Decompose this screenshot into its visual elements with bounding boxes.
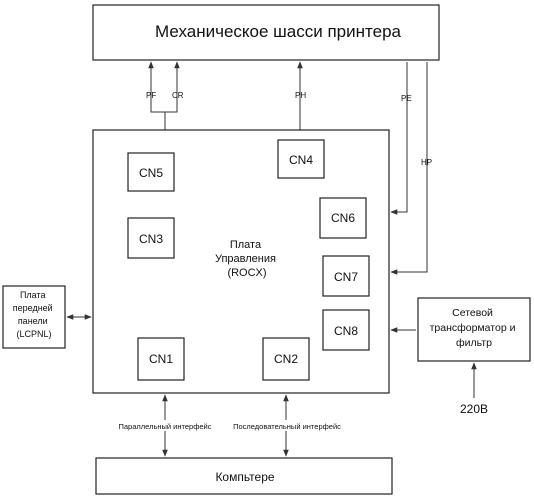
- connector-cn4: CN4: [277, 139, 325, 179]
- computer-label: Компьтере: [215, 470, 274, 484]
- serial-interface-link: Последовательный интерфейс: [226, 394, 348, 457]
- power-line-1: Сетевой: [452, 307, 493, 319]
- power-supply-title: Сетевой трансформатор и фильтр: [430, 307, 519, 349]
- cn7-label: CN7: [334, 270, 358, 284]
- board-line-3: (ROCX): [227, 267, 266, 279]
- connector-cn5: CN5: [127, 152, 175, 192]
- front-panel-block: Плата передней панели (LCPNL): [2, 285, 66, 349]
- parallel-interface-link: Параллельный интерфейс: [110, 394, 220, 457]
- front-panel-title: Плата передней панели (LCPNL): [13, 290, 55, 339]
- front-panel-line-2: передней: [13, 303, 53, 313]
- cn6-label: CN6: [331, 211, 355, 225]
- power-supply-block: Сетевой трансформатор и фильтр: [417, 297, 531, 362]
- power-line-2: трансформатор и: [430, 322, 516, 334]
- cn1-label: CN1: [149, 352, 173, 366]
- mains-voltage-label: 220В: [460, 402, 488, 416]
- connector-cn1: CN1: [137, 337, 185, 381]
- connector-cn8: CN8: [322, 309, 370, 351]
- cn5-label: CN5: [139, 166, 163, 180]
- connector-cn2: CN2: [262, 337, 310, 381]
- cn8-label: CN8: [334, 324, 358, 338]
- board-title: Плата Управления (ROCX): [215, 239, 279, 279]
- connector-cn6: CN6: [319, 197, 367, 239]
- cn4-label: CN4: [289, 153, 313, 167]
- board-line-2: Управления: [215, 253, 276, 265]
- board-line-1: Плата: [230, 239, 262, 251]
- printer-chassis-block: Механическое шасси принтера: [92, 4, 440, 61]
- signal-pe: PE: [401, 94, 412, 103]
- ph-connection: PH: [295, 61, 306, 130]
- power-line-3: фильтр: [456, 337, 492, 349]
- connector-cn3: CN3: [127, 217, 175, 259]
- signal-ph: PH: [295, 91, 306, 100]
- cn3-label: CN3: [139, 232, 163, 246]
- cn2-label: CN2: [274, 352, 298, 366]
- signal-cr: CR: [172, 91, 184, 100]
- computer-block: Компьтере: [95, 457, 393, 495]
- signal-hp: HP: [421, 158, 432, 167]
- signal-pf: PF: [146, 91, 156, 100]
- front-panel-line-4: (LCPNL): [16, 329, 51, 339]
- hp-connection: HP: [390, 62, 432, 275]
- printer-chassis-label: Механическое шасси принтера: [155, 22, 402, 41]
- serial-interface-label: Последовательный интерфейс: [233, 422, 341, 431]
- pf-cr-connection: PF CR: [146, 61, 184, 130]
- front-panel-line-3: панели: [18, 316, 48, 326]
- front-panel-line-1: Плата: [20, 290, 46, 300]
- parallel-interface-label: Параллельный интерфейс: [119, 422, 212, 431]
- connector-cn7: CN7: [322, 255, 370, 297]
- pe-connection: PE: [390, 62, 412, 215]
